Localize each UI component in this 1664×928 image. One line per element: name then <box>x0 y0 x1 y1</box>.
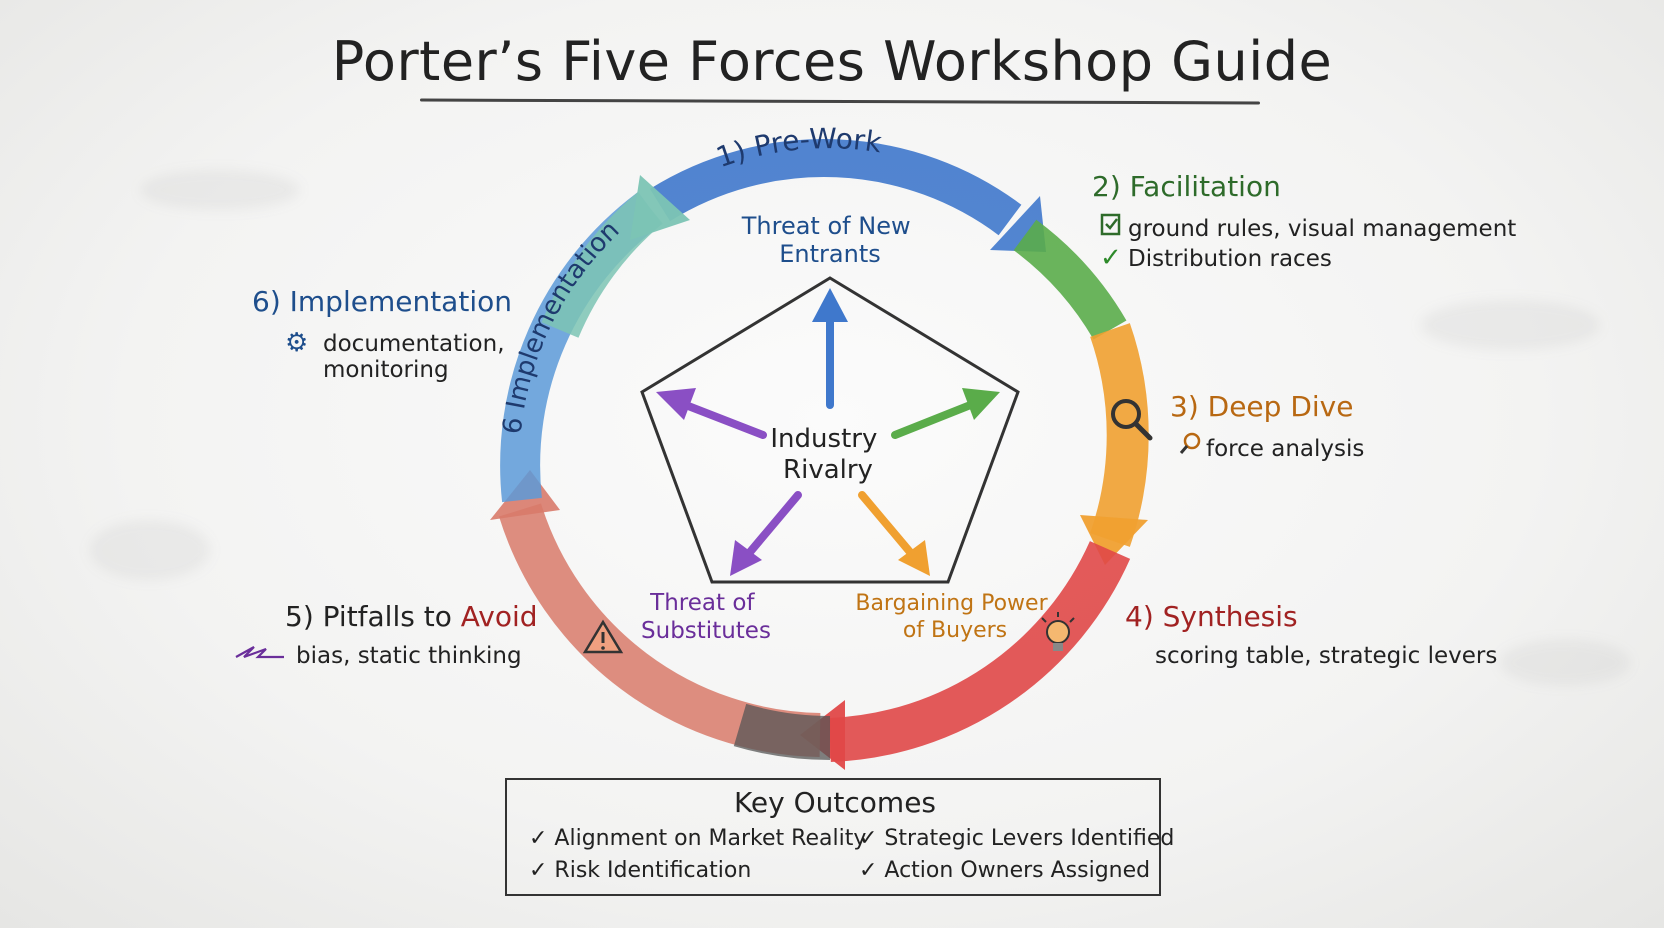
board-smudge <box>140 170 300 210</box>
label-buyers-line1: Bargaining Power <box>855 591 1048 616</box>
stage-deepdive-note1-text: force analysis <box>1206 436 1365 462</box>
label-substitutes-line2: Substitutes <box>641 618 771 644</box>
ring-segment-pitfalls-shadow <box>733 703 831 760</box>
board-smudge <box>1420 300 1600 350</box>
key-outcomes-box: Key Outcomes ✓ Alignment on Market Reali… <box>505 778 1174 896</box>
ring-segment-synthesis <box>828 540 1131 762</box>
label-buyers: Bargaining Power of Buyers <box>855 591 1054 643</box>
ring-arrowhead-deepdive <box>1080 515 1148 565</box>
label-substitutes-line1: Threat of <box>649 590 755 616</box>
arrow-to-substitutes <box>730 491 802 576</box>
clipboard-icon <box>1100 212 1128 242</box>
stage-implementation-note1: ⚙ documentation, <box>285 328 505 358</box>
stage-synthesis-note1: scoring table, strategic levers <box>1155 643 1498 669</box>
stage-pitfalls-title-part2: Avoid <box>460 600 538 633</box>
outcome-item: ✓ Risk Identification <box>529 858 752 883</box>
ring-segment-facilitation <box>1013 219 1127 340</box>
stage-facilitation-note1: ground rules, visual management <box>1100 212 1516 242</box>
outcome-item: ✓ Alignment on Market Reality <box>529 826 867 851</box>
stage-pitfalls-note1: bias, static thinking <box>232 643 522 669</box>
label-buyers-line2: of Buyers <box>903 618 1007 643</box>
arrow-to-new-entrants <box>812 288 848 409</box>
stage-facilitation-note2: ✓Distribution races <box>1100 243 1332 273</box>
page-title: Porter’s Five Forces Workshop Guide <box>331 30 1333 93</box>
board-smudge <box>90 520 210 580</box>
magnifier-small-icon <box>1178 432 1206 462</box>
outcome-item: ✓ Action Owners Assigned <box>859 858 1151 883</box>
stage-facilitation-note2-text: Distribution races <box>1128 246 1332 272</box>
arrow-to-buyers <box>858 491 930 576</box>
stage-pitfalls-title: 5) Pitfalls to Avoid <box>285 600 538 633</box>
stage-implementation-note1-text: documentation, <box>323 331 505 357</box>
gear-icon: ⚙ <box>285 328 309 358</box>
label-substitutes: Threat of Substitutes <box>641 590 771 644</box>
stage-deepdive-title: 3) Deep Dive <box>1170 390 1354 423</box>
label-new-entrants: Threat of New Entrants <box>741 212 918 268</box>
warning-icon <box>582 619 624 654</box>
label-industry-rivalry: Industry Rivalry <box>770 424 885 485</box>
five-forces-pentagon <box>640 276 1020 584</box>
magnifier-icon <box>1111 399 1153 441</box>
stage-synthesis-title: 4) Synthesis <box>1125 600 1298 633</box>
outcome-item: ✓ Strategic Levers Identified <box>859 826 1175 851</box>
arrow-to-supplier-force <box>891 388 1000 439</box>
ring-segment-prework <box>649 139 1022 236</box>
ring-segment-deepdive <box>1090 323 1149 547</box>
label-industry-rivalry-line2: Rivalry <box>783 455 873 485</box>
label-new-entrants-line2: Entrants <box>779 240 880 268</box>
stage-facilitation-note1-text: ground rules, visual management <box>1128 216 1517 242</box>
check-icon: ✓ <box>1100 243 1122 273</box>
ring-arrowhead-implementation <box>630 175 690 240</box>
label-new-entrants-line1: Threat of New <box>741 212 911 240</box>
lightbulb-icon <box>1041 612 1075 651</box>
arrow-to-rivalry-force <box>656 388 767 439</box>
label-industry-rivalry-line1: Industry <box>770 424 877 454</box>
stage-implementation-note2: monitoring <box>323 357 449 383</box>
board-smudge <box>1500 640 1630 685</box>
stage-pitfalls-note1-text: bias, static thinking <box>296 643 522 669</box>
stage-deepdive-note1: force analysis <box>1178 432 1364 462</box>
stage-facilitation-title: 2) Facilitation <box>1092 170 1281 203</box>
stage-pitfalls-title-part1: 5) Pitfalls to <box>285 600 461 633</box>
scribble-icon <box>232 643 296 669</box>
key-outcomes-title: Key Outcomes <box>733 786 937 819</box>
stage-implementation-title: 6) Implementation <box>252 285 512 318</box>
